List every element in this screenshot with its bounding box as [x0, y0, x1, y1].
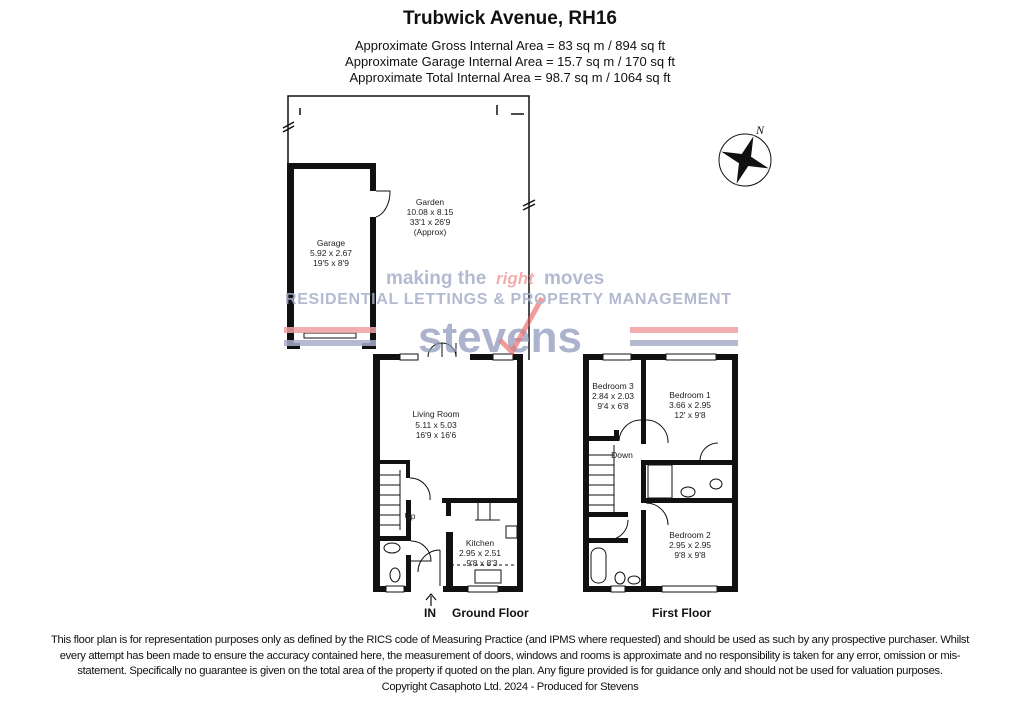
svg-text:2.95 x 2.51: 2.95 x 2.51 [459, 548, 501, 558]
svg-text:5.92 x 2.67: 5.92 x 2.67 [310, 248, 352, 258]
first-floor-label: First Floor [652, 606, 712, 620]
svg-text:Garage: Garage [317, 238, 346, 248]
ground-floor-label: Ground Floor [452, 606, 529, 620]
room-label-kitchen: Kitchen 2.95 x 2.51 9'8 x 8'3 [459, 538, 501, 568]
total-internal-area: Approximate Total Internal Area = 98.7 s… [349, 70, 671, 85]
svg-text:(Approx): (Approx) [414, 227, 447, 237]
room-label-bedroom-3: Bedroom 3 2.84 x 2.03 9'4 x 6'8 [592, 381, 634, 411]
gross-internal-area: Approximate Gross Internal Area = 83 sq … [354, 38, 666, 53]
svg-text:9'8 x 8'3: 9'8 x 8'3 [466, 558, 497, 568]
room-label-bedroom-1: Bedroom 1 3.66 x 2.95 12' x 9'8 [669, 390, 711, 420]
copyright-text: Copyright Casaphoto Ltd. 2024 - Produced… [381, 680, 639, 693]
watermark-tick [498, 296, 545, 357]
svg-text:19'5 x 8'9: 19'5 x 8'9 [313, 258, 349, 268]
garage-side-door [375, 190, 391, 218]
disclaimer-text: This floor plan is for representation pu… [50, 634, 970, 677]
watermark-tagline-b: right [496, 269, 535, 288]
svg-text:Bedroom 2: Bedroom 2 [669, 530, 711, 540]
svg-text:9'8 x 9'8: 9'8 x 9'8 [674, 550, 705, 560]
svg-text:5.11 x 5.03: 5.11 x 5.03 [415, 420, 457, 430]
svg-text:2.95 x 2.95: 2.95 x 2.95 [669, 540, 711, 550]
stairs-up-label: Up [405, 511, 416, 521]
svg-text:Bedroom 1: Bedroom 1 [669, 390, 711, 400]
svg-text:3.66 x 2.95: 3.66 x 2.95 [669, 400, 711, 410]
entrance-arrow-icon [425, 593, 437, 606]
room-label-garage: Garage 5.92 x 2.67 19'5 x 8'9 [310, 238, 352, 268]
svg-text:33'1 x 26'9: 33'1 x 26'9 [410, 217, 451, 227]
entrance-label: IN [424, 606, 436, 620]
svg-text:12' x 9'8: 12' x 9'8 [674, 410, 705, 420]
compass-rose-icon [718, 133, 772, 187]
watermark-tagline-a: making the [386, 268, 486, 289]
plan-title: Trubwick Avenue, RH16 [403, 8, 617, 29]
svg-text:Living Room: Living Room [412, 409, 459, 419]
svg-text:Kitchen: Kitchen [466, 538, 495, 548]
svg-text:2.84 x 2.03: 2.84 x 2.03 [592, 391, 634, 401]
watermark-strapline: RESIDENTIAL LETTINGS & PROPERTY MANAGEME… [285, 291, 731, 308]
stairs-down-label: Down [611, 450, 633, 460]
room-label-living-room: Living Room 5.11 x 5.03 16'9 x 16'6 [412, 409, 459, 440]
room-label-garden: Garden 10.08 x 8.15 33'1 x 26'9 (Approx) [407, 197, 454, 237]
watermark-tagline-c: moves [544, 268, 604, 289]
svg-text:10.08 x 8.15: 10.08 x 8.15 [407, 207, 454, 217]
ground-floor-fixtures [380, 342, 518, 593]
compass-north-label: N [755, 123, 765, 137]
stevens-watermark: stevens making the right moves RESIDENTI… [284, 268, 738, 362]
room-label-bedroom-2: Bedroom 2 2.95 x 2.95 9'8 x 9'8 [669, 530, 711, 560]
first-floor-fixtures [589, 353, 723, 593]
svg-text:Bedroom 3: Bedroom 3 [592, 381, 634, 391]
garden-boundary [282, 95, 536, 360]
svg-text:16'9 x 16'6: 16'9 x 16'6 [416, 430, 457, 440]
first-floor-walls [583, 354, 738, 592]
garage-internal-area: Approximate Garage Internal Area = 15.7 … [345, 54, 675, 69]
svg-text:Garden: Garden [416, 197, 445, 207]
svg-text:9'4 x 6'8: 9'4 x 6'8 [597, 401, 628, 411]
garage-door [303, 332, 357, 339]
disclaimer: This floor plan is for representation pu… [50, 633, 970, 695]
watermark-brand: stevens [418, 313, 582, 362]
